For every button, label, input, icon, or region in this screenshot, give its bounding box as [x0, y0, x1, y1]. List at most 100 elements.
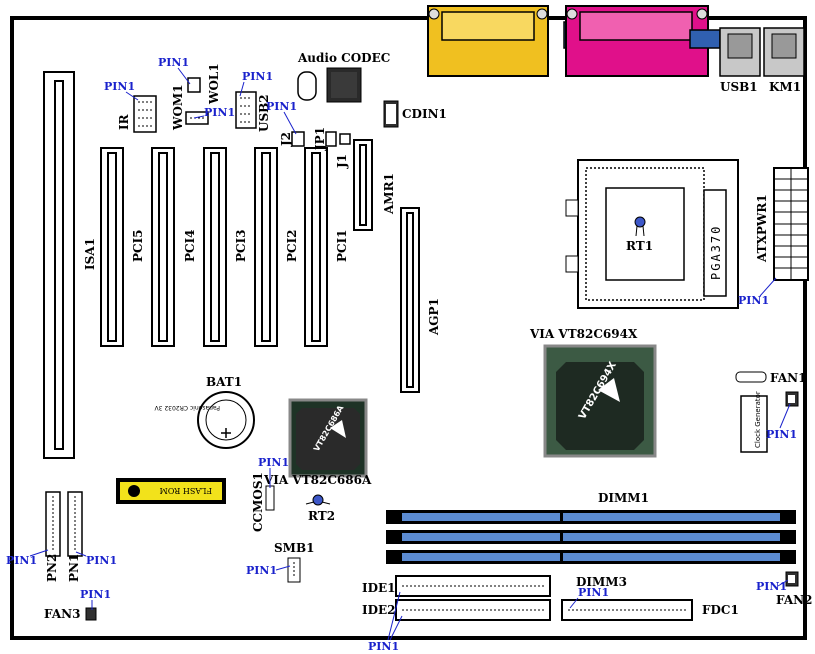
jp1-label: JP1 — [313, 127, 327, 151]
ccmos1-jumper — [265, 485, 275, 511]
pci4-slot — [151, 147, 175, 347]
agp1-label: AGP1 — [427, 298, 441, 336]
rt1-label: RT1 — [626, 239, 653, 253]
fan3-header — [85, 607, 97, 621]
pci1-label: PCI1 — [335, 229, 349, 262]
pci3-label: PCI3 — [234, 229, 248, 262]
fan2-label: FAN2 — [776, 593, 812, 607]
ccmos1-label: CCMOS1 — [251, 472, 265, 532]
smb1-label: SMB1 — [274, 541, 314, 555]
smb1-header — [287, 557, 301, 583]
pin1-usb2: PIN1 — [242, 70, 273, 83]
wom1-header — [185, 111, 209, 125]
pin1-wol1: PIN1 — [158, 56, 189, 69]
isa1-label: ISA1 — [83, 238, 97, 270]
cdin1-connector — [383, 100, 399, 128]
pn2-label: PN2 — [45, 554, 59, 582]
flash-rom-chip — [116, 478, 226, 504]
fan2-header — [785, 571, 799, 587]
usb1-label: USB1 — [720, 80, 758, 94]
km1-label: KM1 — [769, 80, 801, 94]
audio-codec-crystal — [297, 71, 317, 101]
atxpwr1-label: ATXPWR1 — [755, 194, 769, 263]
bat1-label: BAT1 — [206, 375, 242, 389]
ide1-label: IDE1 — [362, 581, 396, 595]
south-bridge-chip: VT82C686A — [288, 398, 368, 478]
parallel-port — [427, 5, 549, 77]
flash-rom-label: FLASH ROM — [160, 486, 212, 495]
ir-label: IR — [117, 113, 131, 130]
pin1-fan3: PIN1 — [80, 588, 111, 601]
battery — [197, 391, 255, 449]
pin1-atxpwr1: PIN1 — [738, 294, 769, 307]
j1-label: J1 — [335, 154, 349, 169]
pin1-smb1: PIN1 — [246, 564, 277, 577]
ide2-label: IDE2 — [362, 603, 396, 617]
pin1-fdc1: PIN1 — [578, 586, 609, 599]
pga370-socket — [565, 159, 739, 309]
fan3-label: FAN3 — [44, 607, 80, 621]
pci4-label: PCI4 — [183, 229, 197, 262]
fdc1-label: FDC1 — [702, 603, 739, 617]
pin1-markers: PIN1 PIN1 PIN1 PIN1 PIN1 PIN1 PIN1 PIN1 … — [6, 56, 797, 653]
rt1-thermistor — [634, 216, 646, 237]
fdc1-connector — [561, 599, 693, 621]
pin1-wom1: PIN1 — [204, 106, 235, 119]
via-south-label: VIA VT82C686A — [263, 473, 372, 487]
pci1-slot — [304, 147, 328, 347]
pin1-ccmos1: PIN1 — [258, 456, 289, 469]
pin1-pn2: PIN1 — [6, 554, 37, 567]
audio-codec-label: Audio CODEC — [297, 51, 390, 65]
pci2-slot — [254, 147, 278, 347]
pin1-fan2: PIN1 — [756, 580, 787, 593]
ide2-connector — [395, 599, 551, 621]
km1-port — [763, 27, 805, 77]
wol1-header — [187, 77, 201, 93]
via-north-label: VIA VT82C694X — [529, 327, 638, 341]
agp1-slot — [400, 207, 420, 393]
wol1-label: WOL1 — [207, 63, 221, 105]
amr1-slot — [353, 139, 373, 231]
amr1-label: AMR1 — [382, 173, 396, 215]
pci5-slot — [100, 147, 124, 347]
clock-gen-text: Clock Generator — [754, 391, 762, 448]
isa1-slot — [43, 71, 75, 459]
fan1-header — [785, 391, 799, 407]
fan1-label: FAN1 — [770, 371, 806, 385]
fan1-crystal — [735, 371, 767, 383]
pci2-label: PCI2 — [285, 229, 299, 262]
dimm3-slot — [386, 550, 796, 564]
pin1-ide: PIN1 — [368, 640, 399, 653]
dimm2-slot — [386, 530, 796, 544]
ir-header — [133, 95, 157, 133]
pin1-ir: PIN1 — [104, 80, 135, 93]
j2-label: J2 — [279, 132, 293, 147]
pci3-slot — [203, 147, 227, 347]
battery-text: Panasonic CR2032 3V — [154, 404, 220, 411]
jp1-jumper — [325, 131, 337, 147]
pin1-j2: PIN1 — [266, 100, 297, 113]
cdin1-label: CDIN1 — [402, 107, 447, 121]
pin1-pn1: PIN1 — [86, 554, 117, 567]
pn1-label: PN1 — [67, 554, 81, 582]
pin1-fan1: PIN1 — [766, 428, 797, 441]
audio-codec-chip — [326, 67, 362, 103]
dimm1-label: DIMM1 — [598, 491, 649, 505]
dimm3-label: DIMM3 — [576, 575, 627, 589]
pn1-header — [67, 491, 83, 557]
wom1-label: WOM1 — [171, 84, 185, 131]
atxpwr1-connector — [773, 167, 809, 281]
pn2-header — [45, 491, 61, 557]
rt2-thermistor — [305, 494, 331, 506]
j2-jumper — [291, 131, 305, 147]
clock-generator-chip — [740, 395, 768, 453]
serial-port — [563, 5, 721, 77]
usb1-port — [719, 27, 761, 77]
usb2-header — [235, 91, 257, 129]
north-bridge-chip: VT82C694X — [543, 344, 657, 458]
rt2-label: RT2 — [308, 509, 335, 523]
usb2-label: USB2 — [257, 94, 271, 132]
dimm1-slot — [386, 510, 796, 524]
pci5-label: PCI5 — [131, 229, 145, 262]
